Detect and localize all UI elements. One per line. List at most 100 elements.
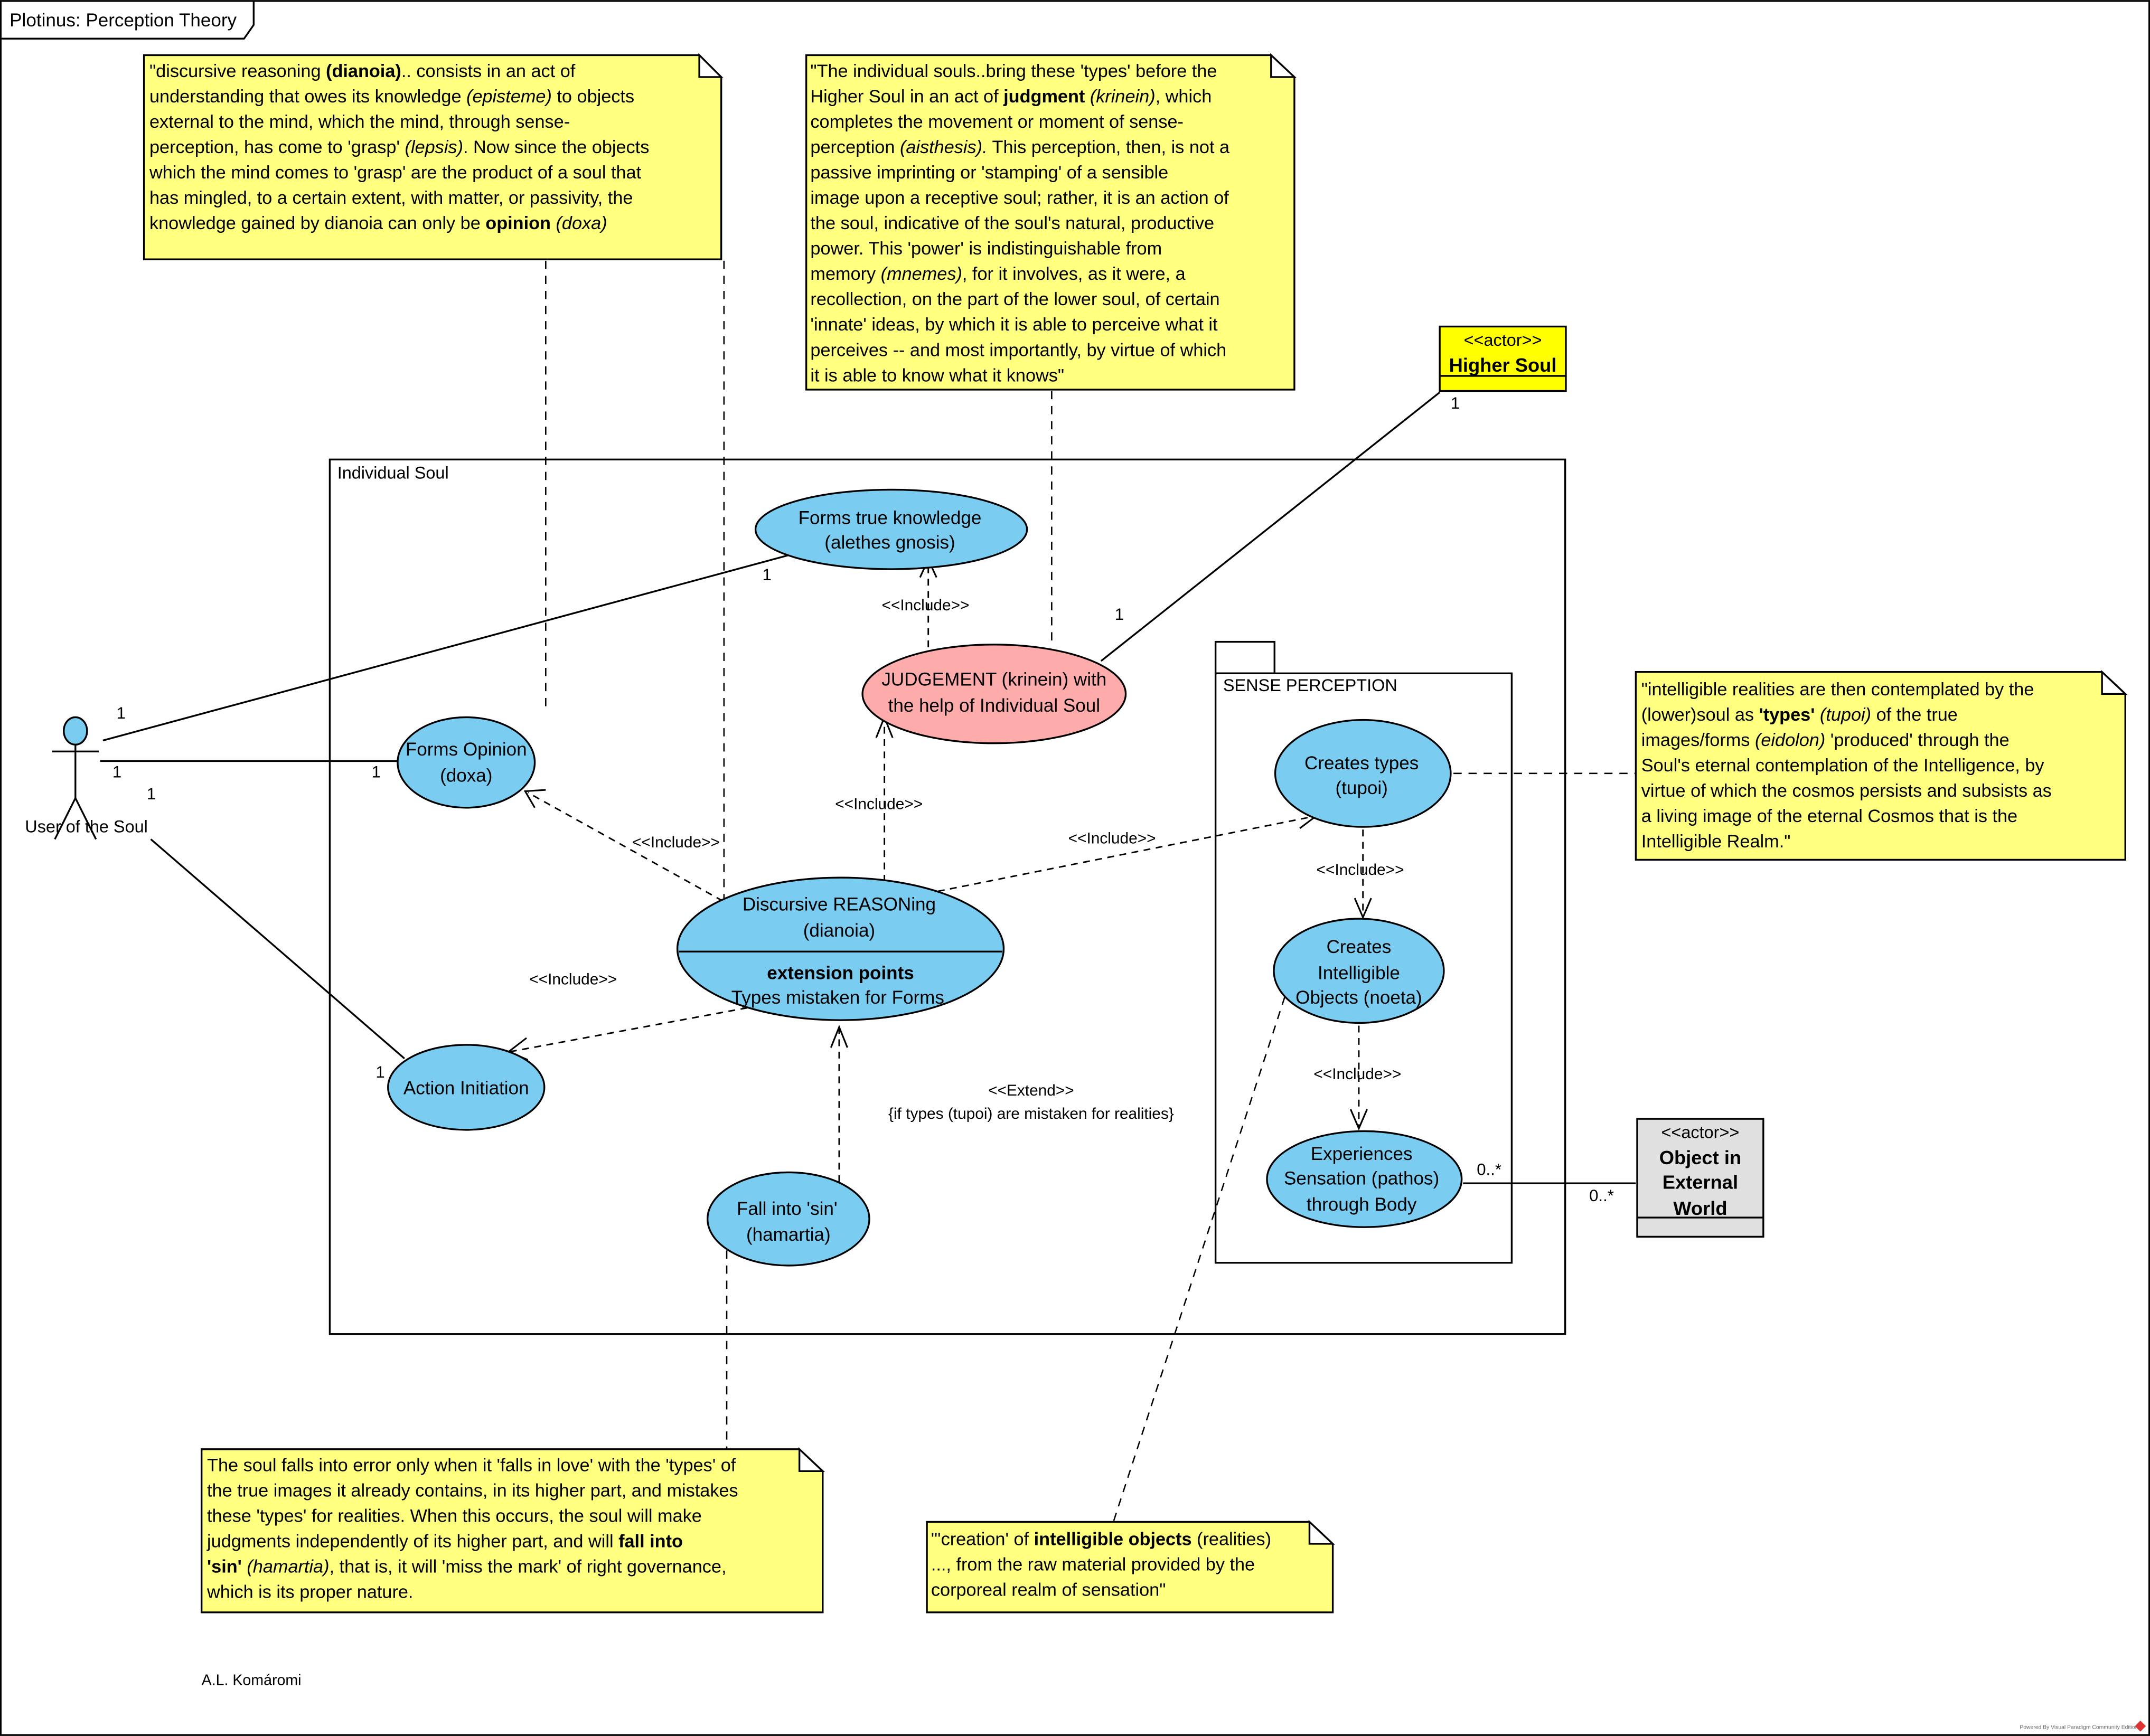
- note-segment: perception, has come to 'grasp': [149, 137, 405, 157]
- dep-reasoning-action[interactable]: [510, 1007, 748, 1053]
- label-include: <<Include>>: [632, 834, 720, 851]
- note-line: Intelligible Realm.": [1641, 832, 1791, 852]
- note-segment: [1815, 705, 1820, 725]
- note-segment: "The individual souls..bring these 'type…: [810, 61, 1217, 81]
- dep-reasoning-types[interactable]: [937, 815, 1317, 892]
- label-include: <<Include>>: [529, 971, 617, 988]
- use-case-ellipse: [707, 1171, 870, 1267]
- note-line: "The individual souls..bring these 'type…: [810, 61, 1217, 81]
- note-line: The soul falls into error only when it '…: [207, 1455, 736, 1475]
- multiplicity: 1: [117, 704, 126, 722]
- use-case-creates-types[interactable]: Creates types (tupoi): [1274, 719, 1452, 828]
- arrowhead-icon: [1349, 1109, 1368, 1131]
- package-label: SENSE PERCEPTION: [1223, 676, 1397, 695]
- use-case-judgement[interactable]: JUDGEMENT (krinein) with the help of Ind…: [861, 644, 1127, 744]
- use-case-creates-intelligible-objects[interactable]: Creates Intelligible Objects (noeta): [1273, 918, 1445, 1024]
- frame-title-tab: [1, 1, 255, 40]
- label-extend: <<Extend>>: [988, 1082, 1074, 1099]
- note-fold-icon: [1270, 53, 1297, 78]
- use-case-label: Forms true knowledge: [799, 507, 982, 528]
- use-case-label: Creates types: [1304, 753, 1419, 773]
- note-line: perceives -- and most importantly, by vi…: [810, 340, 1226, 360]
- note-line: which the mind comes to 'grasp' are the …: [149, 163, 642, 183]
- use-case-fall-into-sin[interactable]: Fall into 'sin' (hamartia): [707, 1171, 870, 1267]
- note-line: understanding that owes its knowledge (e…: [149, 87, 634, 107]
- actor-name: User of the Soul: [25, 817, 148, 836]
- note-segment: corporeal realm of sensation": [931, 1580, 1166, 1600]
- use-case-action-initiation[interactable]: Action Initiation: [387, 1044, 546, 1131]
- use-case-ellipse: [387, 1044, 546, 1131]
- note-line: it is able to know what it knows": [810, 365, 1064, 385]
- actor-stereotype: <<actor>>: [1464, 331, 1542, 350]
- note-segment: (realities): [1192, 1530, 1271, 1550]
- note-segment: knowledge gained by dianoia can only be: [149, 213, 485, 233]
- note-segment: (lepsis): [405, 137, 463, 157]
- use-case-ellipse: [754, 488, 1028, 570]
- use-case-discursive-reasoning[interactable]: Discursive REASONing (dianoia) extension…: [676, 876, 1005, 1021]
- note-intelligible-realities[interactable]: "intelligible realities are then contemp…: [1635, 669, 2128, 861]
- assoc-higher-judgement[interactable]: [1100, 391, 1441, 662]
- note-segment: has mingled, to a certain extent, with m…: [149, 188, 633, 208]
- actor-user-of-the-soul[interactable]: User of the Soul: [25, 716, 148, 840]
- note-segment: 'sin': [207, 1556, 242, 1577]
- note-judgment[interactable]: "The individual souls..bring these 'type…: [805, 53, 1297, 391]
- note-segment: judgments independently of its higher pa…: [206, 1531, 618, 1551]
- associations: [100, 391, 1636, 1184]
- note-text: "intelligible realities are then contemp…: [1641, 680, 2052, 852]
- note-text: "'creation' of intelligible objects (rea…: [931, 1530, 1271, 1600]
- note-segment: (hamartia): [247, 1556, 329, 1577]
- use-case-label: Forms Opinion: [406, 739, 527, 760]
- note-segment: of the true: [1871, 705, 1958, 725]
- assoc-user-knowledge[interactable]: [102, 553, 793, 742]
- arrowhead-icon: [523, 789, 546, 808]
- actor-higher-soul[interactable]: <<actor>> Higher Soul: [1439, 325, 1567, 392]
- use-case-ellipse: [397, 716, 536, 809]
- label-include: <<Include>>: [1313, 1065, 1401, 1083]
- use-case-label: (tupoi): [1335, 778, 1387, 798]
- note-segment: "'creation' of: [931, 1530, 1034, 1550]
- boundary-box: [328, 458, 1566, 1335]
- use-case-label: Fall into 'sin': [737, 1199, 838, 1219]
- assoc-user-action[interactable]: [150, 838, 406, 1060]
- note-line: images/forms (eidolon) 'produced' throug…: [1641, 730, 2010, 750]
- note-segment: perception: [810, 137, 900, 157]
- dep-reasoning-opinion[interactable]: [527, 791, 723, 902]
- multiplicity: 1: [1115, 605, 1124, 624]
- note-segment: (eidolon): [1755, 730, 1825, 750]
- note-creation[interactable]: "'creation' of intelligible objects (rea…: [926, 1520, 1335, 1614]
- note-line: a living image of the eternal Cosmos tha…: [1641, 806, 2017, 826]
- note-segment: Higher Soul in an act of: [810, 87, 1003, 107]
- note-sin[interactable]: The soul falls into error only when it '…: [200, 1447, 825, 1614]
- actor-object-in-external-world[interactable]: <<actor>> Object in External World: [1636, 1118, 1764, 1238]
- note-text: "The individual souls..bring these 'type…: [810, 61, 1230, 385]
- system-boundary-individual-soul[interactable]: Individual Soul: [328, 458, 1566, 1335]
- note-fold-icon: [1308, 1520, 1335, 1545]
- use-case-experiences-sensation[interactable]: Experiences Sensation (pathos) through B…: [1266, 1130, 1463, 1228]
- note-line: the soul, indicative of the soul's natur…: [810, 213, 1214, 233]
- note-line: judgments independently of its higher pa…: [206, 1531, 683, 1551]
- note-segment: passive imprinting or 'stamping' of a se…: [810, 163, 1168, 183]
- use-case-ellipse: [1274, 719, 1452, 828]
- use-case-forms-true-knowledge[interactable]: Forms true knowledge (alethes gnosis): [754, 488, 1028, 570]
- note-segment: (lower)soul as: [1641, 705, 1759, 725]
- multiplicity: 1: [375, 1063, 384, 1081]
- multiplicity: 1: [112, 763, 121, 781]
- actor-stereotype: <<actor>>: [1661, 1122, 1739, 1141]
- package-sense-perception[interactable]: SENSE PERCEPTION: [1214, 640, 1513, 1264]
- stick-figure-icon: [52, 716, 99, 840]
- actor-name-line: External: [1663, 1172, 1738, 1193]
- note-segment: 'types': [1759, 705, 1815, 725]
- note-dianoia[interactable]: "discursive reasoning (dianoia).. consis…: [143, 53, 724, 260]
- use-case-label: Intelligible: [1318, 963, 1400, 983]
- extension-points-heading: extension points: [767, 963, 914, 983]
- note-line: perception, has come to 'grasp' (lepsis)…: [149, 137, 649, 157]
- note-text: "discursive reasoning (dianoia).. consis…: [149, 61, 649, 233]
- note-segment: (tupoi): [1820, 705, 1871, 725]
- note-segment: image upon a receptive soul; rather, it …: [810, 188, 1229, 208]
- use-case-forms-opinion[interactable]: Forms Opinion (doxa): [397, 716, 536, 809]
- label-include: <<Include>>: [835, 795, 923, 813]
- note-segment: intelligible objects: [1034, 1530, 1192, 1550]
- note-line: Soul's eternal contemplation of the Inte…: [1641, 756, 2045, 776]
- multiplicity: 0..*: [1589, 1186, 1614, 1205]
